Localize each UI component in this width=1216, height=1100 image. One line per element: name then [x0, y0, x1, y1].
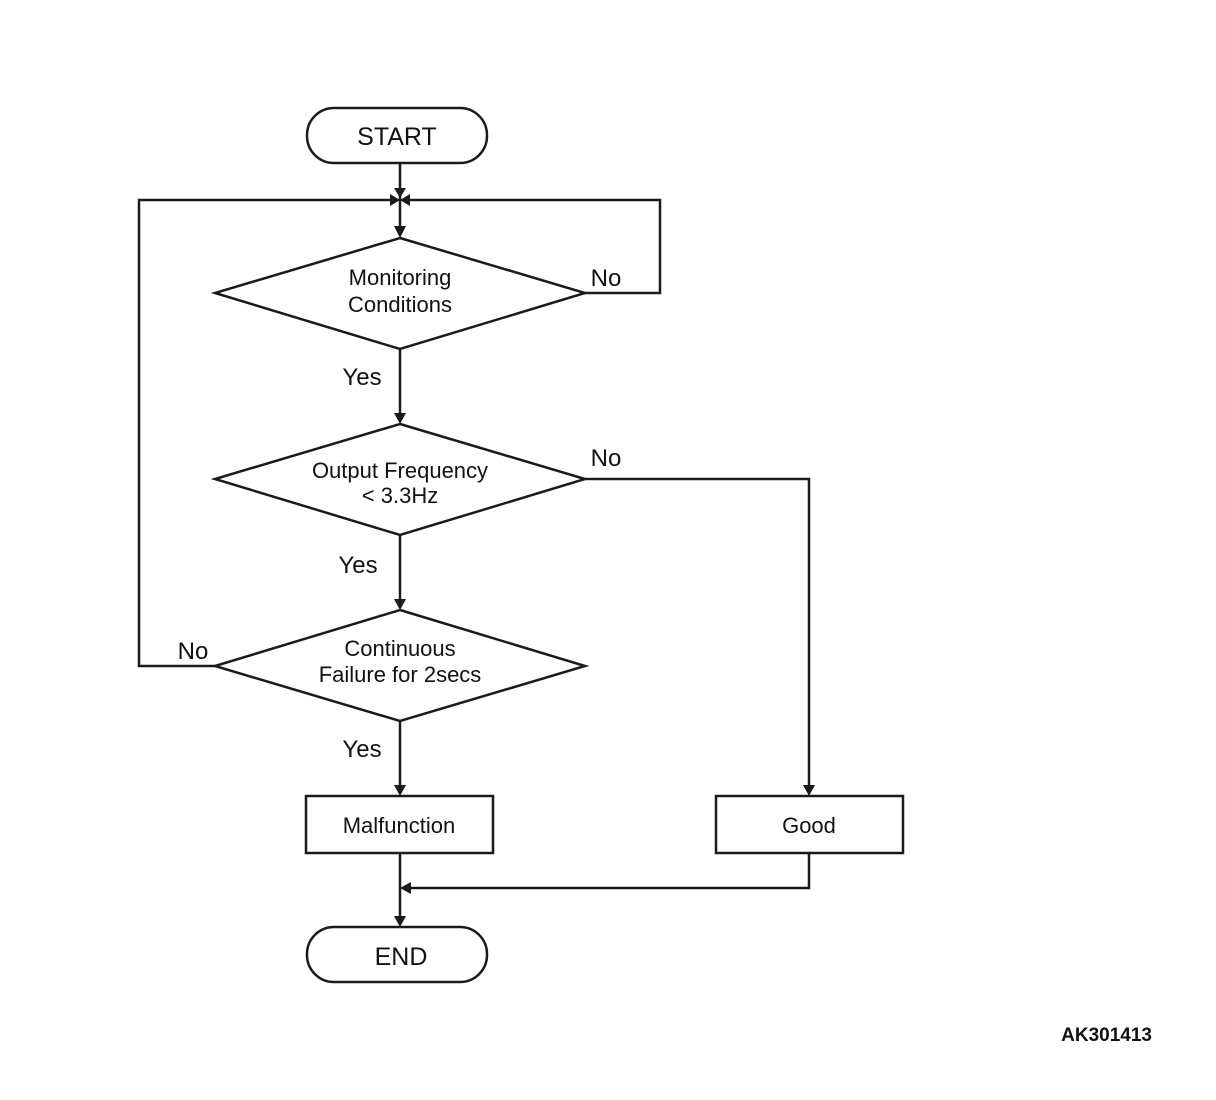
malfunction-label: Malfunction: [343, 813, 456, 838]
continuous-failure-label-line2: Failure for 2secs: [319, 662, 482, 687]
end-terminal: END: [305, 925, 489, 984]
arrowhead-to-monitoring: [394, 226, 406, 238]
edge-label-output-yes: Yes: [338, 552, 377, 579]
good-label: Good: [782, 813, 836, 838]
connector-monitoring-no-loop: [410, 198, 662, 295]
edge-label-output-no: No: [591, 445, 622, 472]
connector-continuous-no-loop: [137, 198, 390, 668]
edge-label-monitoring-yes: Yes: [342, 364, 381, 391]
output-frequency-label-line2: < 3.3Hz: [362, 483, 438, 508]
edge-label-continuous-yes: Yes: [342, 736, 381, 763]
monitoring-label-line2: Conditions: [348, 292, 452, 317]
continuous-failure-decision: Continuous Failure for 2secs: [210, 608, 590, 723]
connector-good-to-end: [410, 853, 811, 890]
arrowhead-merge: [400, 882, 411, 894]
output-frequency-decision: Output Frequency < 3.3Hz: [210, 422, 590, 537]
arrowhead-to-end: [394, 916, 406, 927]
figure-code: AK301413: [1061, 1025, 1152, 1046]
continuous-failure-label-line1: Continuous: [344, 636, 455, 661]
edge-label-continuous-no: No: [178, 638, 209, 665]
arrowhead-start-down: [394, 188, 406, 198]
end-label: END: [375, 943, 428, 971]
edge-label-monitoring-no: No: [591, 265, 622, 292]
monitoring-conditions-decision: Monitoring Conditions: [210, 236, 590, 351]
good-box: Good: [714, 794, 905, 855]
arrowhead-to-output-frequency: [394, 413, 406, 424]
connector-output-no-to-good: [585, 477, 811, 786]
arrowhead-to-good: [803, 785, 815, 796]
arrowhead-left-loop: [390, 194, 400, 206]
monitoring-label-line1: Monitoring: [349, 265, 452, 290]
arrowhead-right-loop: [400, 194, 410, 206]
output-frequency-label-line1: Output Frequency: [312, 458, 488, 483]
start-label: START: [357, 123, 437, 151]
arrowhead-to-continuous-failure: [394, 599, 406, 610]
arrowhead-to-malfunction: [394, 785, 406, 796]
malfunction-box: Malfunction: [304, 794, 495, 855]
start-terminal: START: [305, 106, 489, 165]
